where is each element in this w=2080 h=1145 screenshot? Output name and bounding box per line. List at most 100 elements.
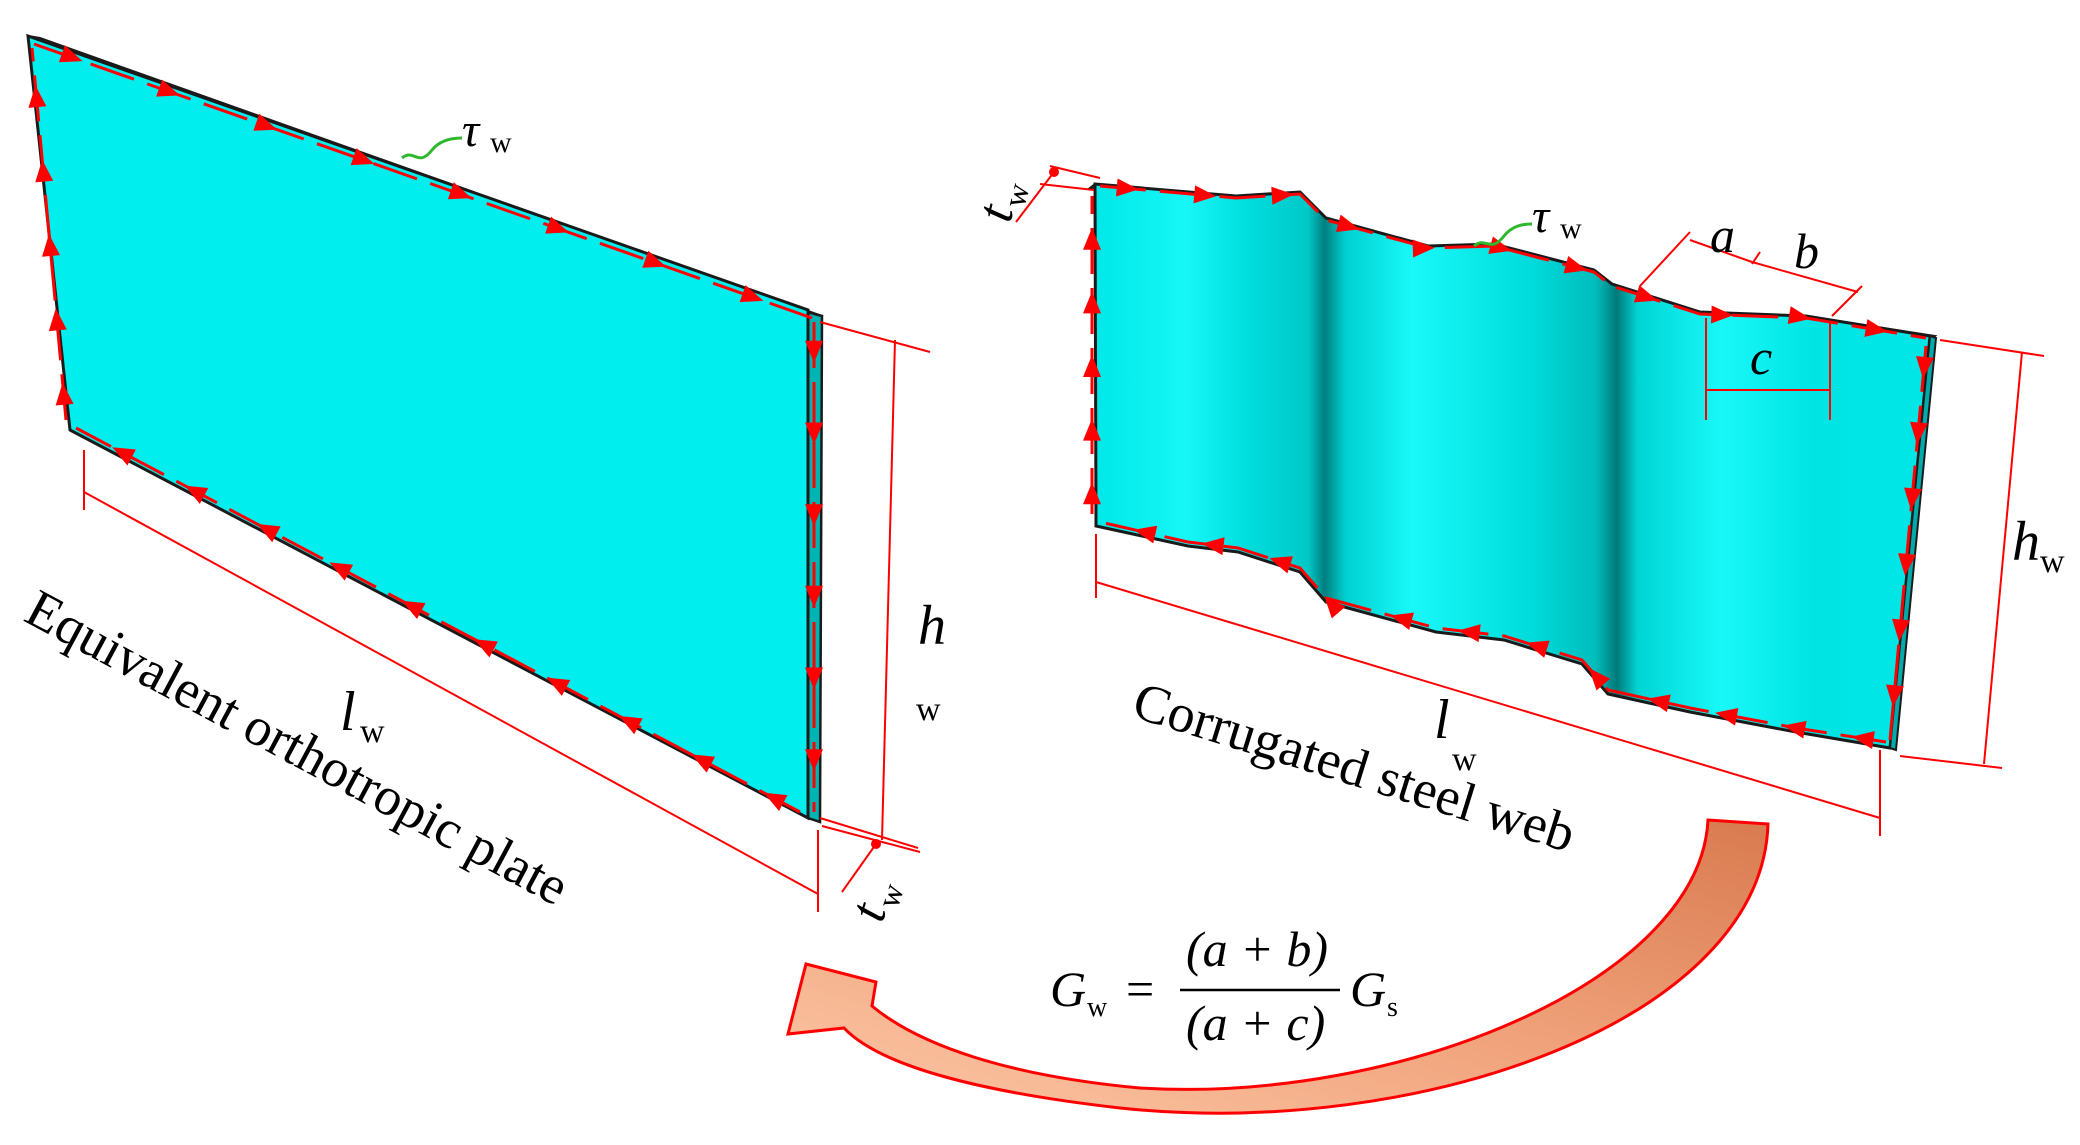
plate-left-arrowhead [28, 85, 47, 108]
web-height-symbol: h [2012, 511, 2040, 573]
web-bottom-arrowhead [1647, 694, 1671, 713]
equivalent-shear-modulus-formula: G w = (a + b) (a + c) G s [1050, 921, 1398, 1051]
web-right-arrowhead [1898, 553, 1916, 576]
formula-denominator: (a + c) [1186, 995, 1325, 1051]
web-bottom-arrowhead [1457, 624, 1481, 643]
formula-lhs-subscript: w [1087, 992, 1108, 1023]
plate-shear-flow-arrows [28, 42, 823, 814]
web-top-arrowhead [1335, 214, 1360, 233]
plate-top-arrowhead [58, 45, 83, 63]
plate-bottom-arrowhead [546, 677, 571, 696]
plate-bottom-arrowhead [112, 447, 136, 466]
web-top-arrowhead [1115, 178, 1139, 197]
plate-right-arrowhead [805, 749, 823, 772]
plate-tau-subscript: w [490, 126, 512, 159]
plate-right-arrowhead [805, 504, 823, 527]
web-length-subscript: w [1452, 741, 1477, 778]
plate-right-arrowhead [805, 585, 823, 608]
web-top-arrowhead [1633, 285, 1658, 303]
web-bottom-arrowhead [1133, 525, 1158, 544]
web-height-subscript: w [2040, 543, 2065, 580]
transform-arrow [786, 818, 1770, 1115]
plate-top-arrowhead [739, 285, 764, 303]
plate-left-arrowhead [48, 308, 67, 332]
web-left-arrowhead [1083, 227, 1101, 250]
corrugated-web [1087, 182, 1938, 752]
web-shear-flow-arrows [1083, 178, 1934, 749]
plate-height-subscript: w [916, 691, 941, 728]
web-c-label: c [1750, 329, 1772, 385]
plate-length-dimension [83, 450, 819, 912]
formula-equals: = [1126, 961, 1154, 1017]
web-bottom-arrowhead [1783, 720, 1807, 739]
web-right-flow-line [1888, 345, 1928, 741]
web-right-arrowhead [1904, 487, 1922, 511]
plate-tau-symbol: τ [462, 104, 481, 157]
plate-bottom-arrowhead [691, 754, 716, 773]
web-thickness-label: t w [966, 180, 1037, 227]
web-a-label: a [1710, 207, 1735, 263]
plate-bottom-arrowhead [474, 639, 498, 658]
web-left-arrowhead [1083, 418, 1101, 441]
web-right-arrowhead [1892, 618, 1910, 642]
plate-bottom-arrowhead [184, 485, 209, 504]
web-ab-dimensions [1639, 231, 1863, 317]
web-top-arrowhead [1193, 185, 1217, 204]
web-bottom-arrowhead [1525, 640, 1550, 658]
web-thickness-subscript: w [996, 180, 1037, 211]
plate-bottom-arrowhead [401, 600, 426, 620]
web-thickness-edge [1888, 334, 1938, 752]
web-top-arrowhead [1271, 186, 1294, 205]
web-top-arrowhead [1488, 236, 1512, 254]
web-right-arrowhead [1916, 356, 1934, 379]
plate-bottom-arrowhead [763, 792, 788, 812]
plate-thickness-dimension [821, 825, 921, 893]
plate-right-arrowhead [805, 340, 823, 363]
web-caption: Corrugated steel web [1126, 670, 1582, 864]
plate-top-arrowhead [642, 250, 667, 268]
plate-left-arrowhead [42, 234, 60, 257]
plate-top-arrowhead [447, 182, 472, 200]
plate-top-arrowhead [350, 148, 375, 166]
plate-tau-pointer [401, 136, 463, 160]
web-right-arrowhead [1886, 684, 1904, 708]
web-bottom-arrowhead [1588, 668, 1611, 691]
web-left-arrowhead [1083, 355, 1101, 377]
plate-bottom-arrowhead [619, 716, 643, 735]
web-top-arrowhead [1710, 305, 1734, 324]
web-top-arrowhead [1787, 306, 1811, 325]
web-right-arrowhead [1910, 421, 1928, 445]
plate-right-arrowhead [805, 667, 823, 690]
web-top-arrowhead [1864, 319, 1888, 337]
plate-bottom-arrowhead [257, 524, 281, 543]
web-bottom-arrowhead [1715, 707, 1739, 726]
web-left-arrowhead [1083, 482, 1101, 505]
plate-top-arrowhead [253, 113, 278, 131]
web-left-arrowhead [1083, 291, 1101, 314]
web-bottom-arrowhead [1324, 595, 1346, 619]
equivalent-plate [26, 33, 824, 824]
plate-length-symbol: l [340, 681, 356, 743]
web-bottom-arrowhead [1851, 731, 1875, 749]
web-bottom-arrowhead [1390, 612, 1414, 630]
formula-rhs-subscript: s [1387, 992, 1398, 1023]
plate-height-dimension [819, 321, 931, 849]
web-bottom-arrowhead [1269, 556, 1293, 574]
plate-face [26, 33, 810, 821]
formula-rhs-symbol: G [1350, 961, 1386, 1017]
plate-length-subscript: w [360, 713, 385, 750]
plate-top-arrowhead [545, 216, 569, 234]
web-tau-symbol: τ [1532, 190, 1551, 243]
web-thickness-dimension [1015, 165, 1101, 223]
web-length-symbol: l [1434, 689, 1450, 751]
web-tau-pointer [1473, 222, 1533, 248]
web-top-arrowhead [1412, 239, 1435, 258]
formula-numerator: (a + b) [1186, 921, 1328, 977]
web-bottom-arrowhead [1201, 537, 1225, 556]
web-face [1093, 182, 1932, 750]
plate-left-arrowhead [55, 382, 74, 406]
web-top-arrowhead [1563, 255, 1588, 274]
web-b-label: b [1794, 223, 1819, 279]
